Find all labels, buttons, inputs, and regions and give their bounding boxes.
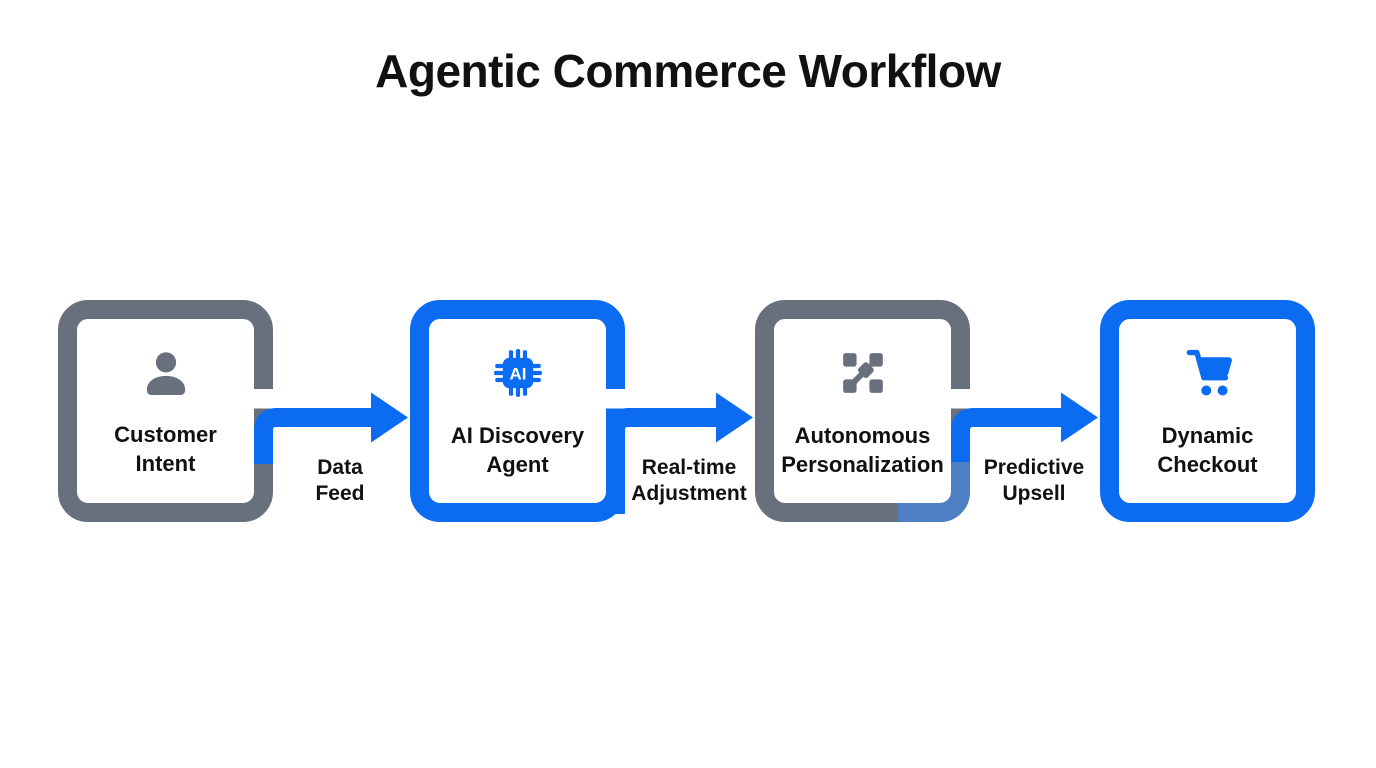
arrow-label-line: Real-time	[641, 456, 737, 479]
node-ai-discovery-agent-content: AI AI Discovery Agent	[429, 319, 606, 503]
node-label: Dynamic Checkout	[1157, 421, 1257, 479]
arrow-label-data-feed: Data Feed	[250, 455, 430, 507]
arrow-label-line: Data	[317, 456, 363, 479]
scatter-nodes-icon	[842, 353, 883, 393]
node-dynamic-checkout-content: Dynamic Checkout	[1119, 319, 1296, 503]
ai-chip-icon-text: AI	[509, 365, 526, 384]
node-label-line: Checkout	[1157, 452, 1258, 477]
arrow-label-line: Adjustment	[631, 482, 747, 505]
node-customer-intent-content: Customer Intent	[77, 319, 254, 503]
node-label-line: Personalization	[781, 452, 944, 477]
arrow-label-predictive-upsell: Predictive Upsell	[934, 455, 1134, 507]
ai-chip-icon: AI	[493, 349, 542, 397]
node-ai-discovery-agent: AI AI Discovery Agent	[410, 300, 625, 522]
arrow-real-time-adjustment-head	[716, 392, 753, 443]
node-label-line: Intent	[135, 451, 196, 476]
arrow-predictive-upsell-head	[1061, 392, 1098, 443]
arrow-label-line: Predictive	[983, 456, 1085, 479]
node-label: AI Discovery Agent	[451, 421, 584, 479]
node-dynamic-checkout: Dynamic Checkout	[1100, 300, 1315, 522]
node-label: Customer Intent	[114, 420, 217, 478]
arrow-label-line: Upsell	[1002, 482, 1066, 505]
node-label-line: Autonomous	[794, 423, 931, 448]
node-label: Autonomous Personalization	[781, 421, 944, 479]
arrow-label-line: Feed	[315, 482, 365, 505]
node-label-line: Customer	[114, 422, 217, 447]
person-icon	[146, 352, 185, 395]
node-label-line: AI Discovery	[450, 423, 585, 448]
node-autonomous-personalization-content: Autonomous Personalization	[774, 319, 951, 503]
page-title: Agentic Commerce Workflow	[375, 45, 1001, 97]
node-customer-intent: Customer Intent	[58, 300, 273, 522]
arrow-label-real-time-adjustment: Real-time Adjustment	[589, 455, 789, 507]
node-label-line: Dynamic	[1161, 423, 1254, 448]
shopping-cart-icon	[1186, 349, 1232, 396]
arrow-data-feed-head	[371, 392, 408, 443]
node-label-line: Agent	[486, 452, 549, 477]
